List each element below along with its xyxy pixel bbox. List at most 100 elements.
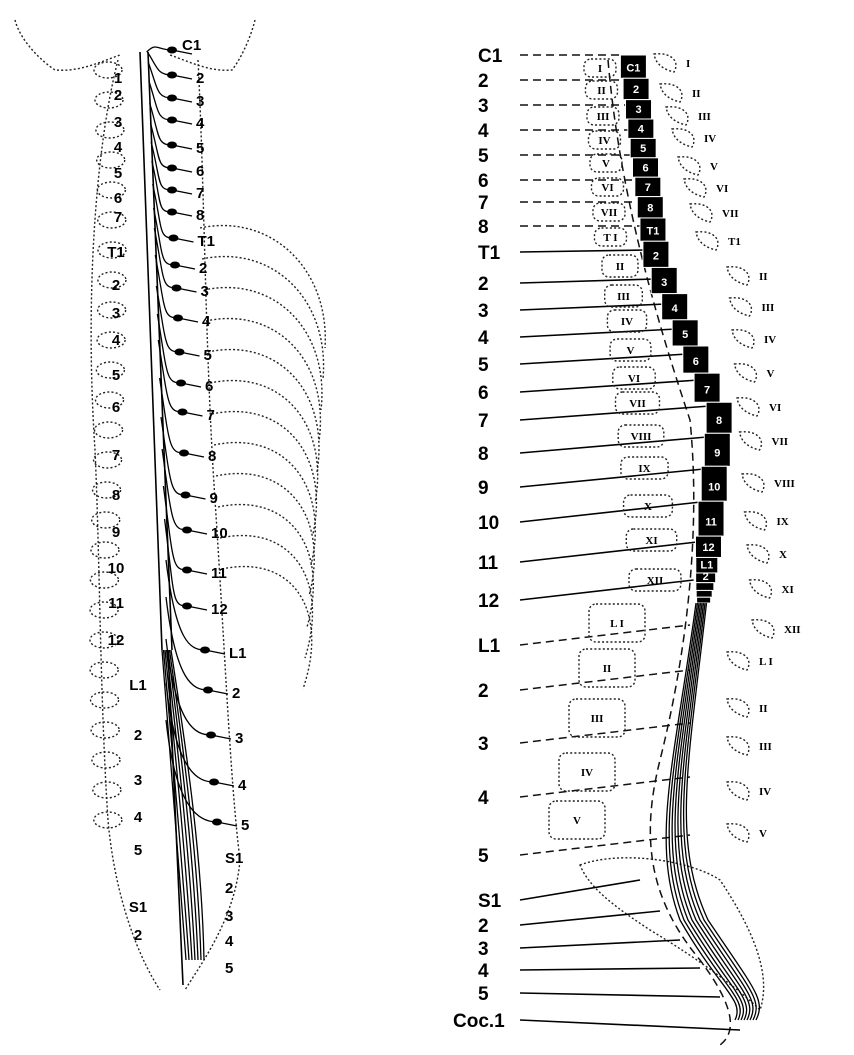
vertebral-body-label: III [597,111,610,123]
nerve-line [520,469,704,487]
vertebral-body-label: I [598,63,602,75]
posterior-vertebra-label: 6 [114,190,122,207]
posterior-nerve-label: 12 [211,601,228,618]
posterior-vertebra-label: 8 [112,487,120,504]
rib-outline [218,505,313,627]
lateral-nerve-label: 4 [478,961,489,982]
cord-segment [696,583,714,591]
posterior-nerve-label: 6 [205,378,213,395]
vertebral-body-label: III [591,713,604,725]
vertebral-body-label: X [644,501,652,513]
spinous-process-outline [735,364,757,382]
rib-outline [220,536,312,658]
vertebral-body-label: II [603,663,612,675]
spinous-process-label: V [710,161,718,173]
cord-segment-label: 5 [682,329,688,341]
posterior-vertebra-label: 3 [112,305,120,322]
cord-segment-label: 7 [704,385,710,397]
posterior-vertebra-label: 6 [112,399,120,416]
spinous-process-label: VII [722,208,739,220]
vertebral-body-label: VII [629,398,646,410]
spinous-process-outline [730,298,752,316]
vertebra-outline [91,692,119,708]
posterior-nerve-label: 7 [196,185,204,202]
spinous-process-outline [654,54,676,72]
spinous-process-outline [737,398,759,416]
lateral-nerve-label: 7 [478,193,489,214]
spinous-process-label: VII [772,436,789,448]
posterior-nerve-label: 5 [204,347,212,364]
vertebral-body-label: VIII [631,431,652,443]
lateral-nerve-label: 3 [478,734,489,755]
spinous-process-outline [672,129,694,147]
posterior-vertebra-label: 5 [134,842,142,859]
cord-segment-label: C1 [626,62,640,74]
posterior-vertebra-labels: 1234567T123456789101112L12345S12 [107,70,147,944]
vertebral-body-label: L I [610,618,624,630]
lateral-nerve-label: 5 [478,355,489,376]
spinous-process-outline [747,545,769,563]
vertebral-body-label: IV [621,316,633,328]
posterior-nerve-label: 4 [196,115,205,132]
vertebra-outline [96,362,124,378]
posterior-vertebra-label: 11 [108,595,124,612]
posterior-nerve-label: 8 [208,448,216,465]
rib-outline [200,226,325,348]
spinous-process-label: VI [769,402,781,414]
spinous-process-outline [684,179,706,197]
vertebra-outline [90,662,118,678]
spinous-process-label: X [779,549,787,561]
rib-outline [204,288,322,410]
nerve-line [520,993,720,997]
spinal-cord-segments: C12345678T123456789101112L12 [620,55,759,1020]
cord-segment-label: 11 [705,517,717,529]
cord-segment-label: 8 [647,203,653,215]
vertebral-body-label: V [602,158,610,170]
lateral-nerve-label: 5 [478,984,489,1005]
lateral-nerve-label: 8 [478,444,489,465]
cord-segment-label: 4 [672,303,679,315]
posterior-nerve-label: 11 [211,565,227,582]
spinous-process-label: II [759,703,768,715]
nerve-root [150,103,172,145]
posterior-vertebra-label: 5 [114,165,122,182]
lateral-nerve-label: 11 [478,553,499,574]
lateral-nerve-label: 3 [478,301,489,322]
cord-segment-label: 10 [708,482,720,494]
vertebral-body-label: VI [628,373,640,385]
posterior-nerve-label: 5 [225,960,233,977]
spinous-process-label: VI [716,183,728,195]
cord-segment [696,590,712,597]
posterior-vertebra-label: 2 [112,277,120,294]
nerve-line [520,304,666,310]
spinous-process-label: III [762,302,775,314]
spinous-process-outline [727,652,749,670]
spinous-process-outline [752,620,774,638]
cauda-equina-root [666,603,737,1020]
spinous-process-label: V [759,828,767,840]
nerve-line [520,380,699,392]
lateral-nerve-label: 4 [478,328,489,349]
rib-outline [214,443,315,565]
posterior-nerve-label: 2 [199,260,207,277]
lateral-nerve-label: 3 [478,939,489,960]
vertebral-body-label: T I [603,232,617,244]
posterior-nerve-label: 7 [207,407,215,424]
posterior-vertebra-label: 7 [112,447,120,464]
column-left-outline [91,60,160,990]
nerve-line [520,1020,740,1030]
cord-segment-label: 9 [714,447,720,459]
vertebral-body-label: VI [601,182,613,194]
lateral-nerve-label: T1 [478,243,501,264]
rib-outline [216,474,314,596]
posterior-nerve-labels: C12345678T123456789101112L12345S12345 [147,37,250,977]
rib-outline [210,381,318,503]
posterior-vertebra-label: 4 [134,809,143,826]
posterior-vertebra-label: 12 [108,632,125,649]
lateral-nerve-label: C1 [478,46,503,67]
lateral-nerve-label: S1 [478,891,502,912]
posterior-nerve-label: 5 [196,140,204,157]
nerve-line [520,940,680,948]
nerve-line [520,968,700,970]
vertebral-body-label: IX [638,463,650,475]
